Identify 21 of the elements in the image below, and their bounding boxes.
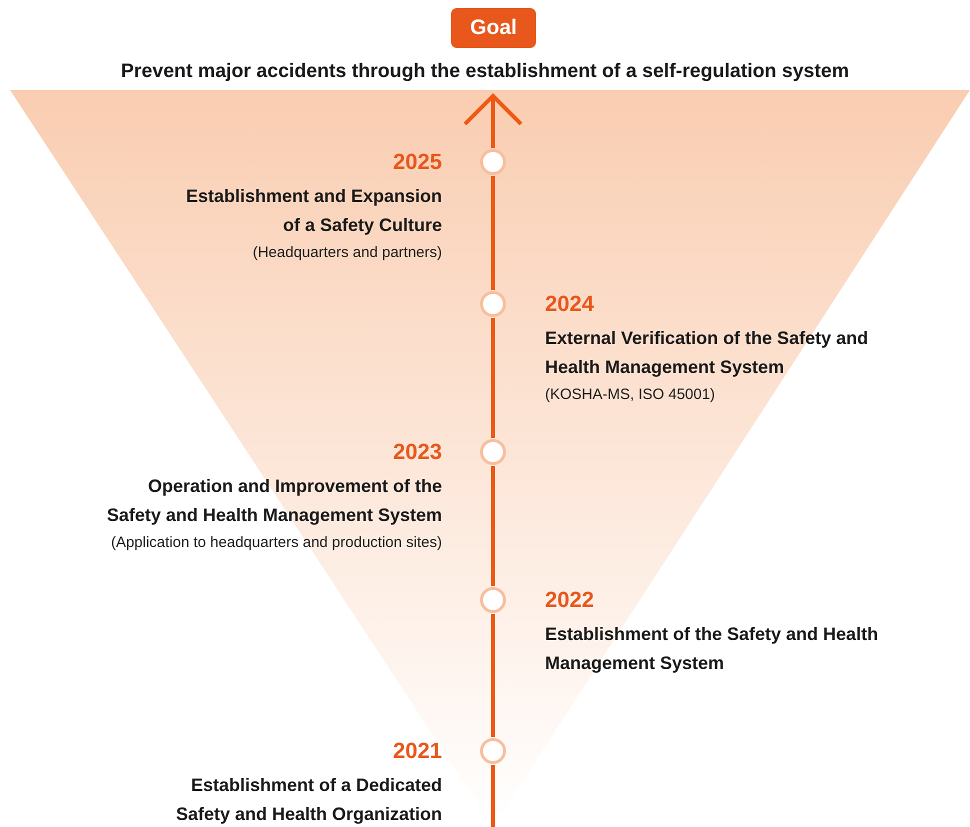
year-label: 2022	[545, 586, 594, 614]
timeline-line	[491, 318, 495, 438]
timeline-line	[463, 94, 523, 148]
milestone-title: Establishment of a Dedicated Safety and Health Organization	[174, 774, 442, 826]
year-label: 2025	[393, 148, 442, 176]
goal-badge: Goal	[451, 8, 536, 48]
timeline-line	[491, 176, 495, 290]
milestone-note: (KOSHA-MS, ISO 45001)	[545, 385, 716, 405]
milestone-note: (Headquarters and partners)	[252, 243, 442, 263]
milestone-title: Establishment of the Safety and Health Management System	[545, 623, 880, 675]
year-label: 2023	[393, 438, 442, 466]
timeline-line	[491, 466, 495, 586]
goal-statement: Prevent major accidents through the establishment of a self-regulation system	[120, 59, 850, 84]
milestone-note: (Application to headquarters and production sites)	[110, 533, 442, 553]
milestone-title: Operation and Improvement of the Safety and Health Management System	[106, 475, 442, 527]
year-label: 2024	[545, 290, 594, 318]
timeline-line	[491, 765, 495, 827]
timeline-line	[491, 614, 495, 737]
milestone-title: Establishment and Expansion of a Safety Culture	[184, 185, 442, 237]
milestone-title: External Verification of the Safety and Health Management System	[545, 327, 870, 379]
year-label: 2021	[393, 737, 442, 765]
